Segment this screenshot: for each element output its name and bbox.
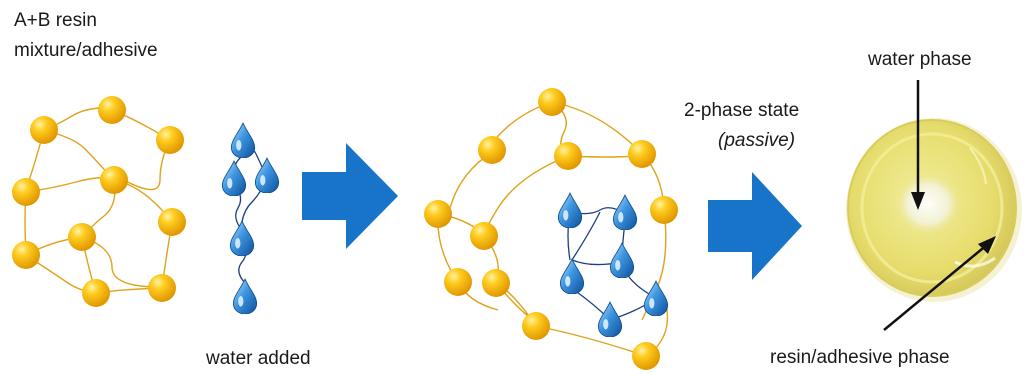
resin-bead bbox=[98, 96, 126, 124]
resin-bead bbox=[628, 140, 656, 168]
water-droplet-icon bbox=[559, 258, 585, 294]
water-droplet-icon bbox=[232, 278, 258, 314]
resin-bead bbox=[632, 342, 660, 370]
pointer-arrowhead-icon bbox=[978, 236, 996, 254]
resin-bead bbox=[554, 142, 582, 170]
resin-bead bbox=[650, 196, 678, 224]
resin-beads bbox=[12, 96, 186, 307]
process-arrow-icon bbox=[708, 172, 802, 280]
water-droplet-icon bbox=[254, 157, 280, 193]
water-droplet-icon bbox=[612, 194, 638, 230]
resin-bead bbox=[12, 241, 40, 269]
pointer-arrows bbox=[883, 80, 996, 331]
two-phase-label-line1: 2-phase state bbox=[684, 100, 799, 121]
pointer-arrowhead-icon bbox=[911, 192, 925, 210]
resin-bead bbox=[470, 222, 498, 250]
water-phase-region bbox=[894, 172, 962, 236]
water-links bbox=[232, 139, 267, 285]
resin-label-line2: mixture/adhesive bbox=[14, 40, 158, 61]
resin-bead bbox=[12, 178, 40, 206]
resin-bead bbox=[482, 269, 510, 297]
water-droplet-icon bbox=[597, 301, 623, 337]
mixed-network bbox=[424, 88, 678, 370]
resin-bead bbox=[30, 116, 58, 144]
process-arrow-icon bbox=[302, 143, 398, 249]
water-added-label: water added bbox=[205, 348, 311, 369]
resin-bead bbox=[444, 268, 472, 296]
resin-bead bbox=[68, 223, 96, 251]
resin-phase-label: resin/adhesive phase bbox=[770, 347, 950, 368]
water-droplet-icon bbox=[643, 280, 669, 316]
water-droplet-icon bbox=[221, 160, 247, 196]
water-droplet-icon bbox=[229, 220, 255, 256]
resin-bead bbox=[424, 200, 452, 228]
resin-bead bbox=[100, 166, 128, 194]
resin-bead bbox=[158, 208, 186, 236]
water-droplet-icon bbox=[609, 242, 635, 278]
sample-disc bbox=[846, 118, 1022, 302]
water-droplet-icon bbox=[557, 192, 583, 228]
resin-bead bbox=[148, 274, 176, 302]
resin-label-line1: A+B resin bbox=[14, 10, 97, 31]
resin-bead bbox=[478, 136, 506, 164]
water-chain bbox=[221, 122, 280, 314]
water-phase-label: water phase bbox=[867, 49, 972, 70]
mixed-resin-beads bbox=[424, 88, 678, 370]
resin-bead bbox=[522, 312, 550, 340]
resin-bead bbox=[82, 279, 110, 307]
resin-bead bbox=[156, 126, 184, 154]
resin-network bbox=[12, 96, 186, 307]
resin-bead bbox=[538, 88, 566, 116]
water-droplet-icon bbox=[230, 122, 256, 158]
two-phase-label-line2: (passive) bbox=[718, 130, 795, 151]
